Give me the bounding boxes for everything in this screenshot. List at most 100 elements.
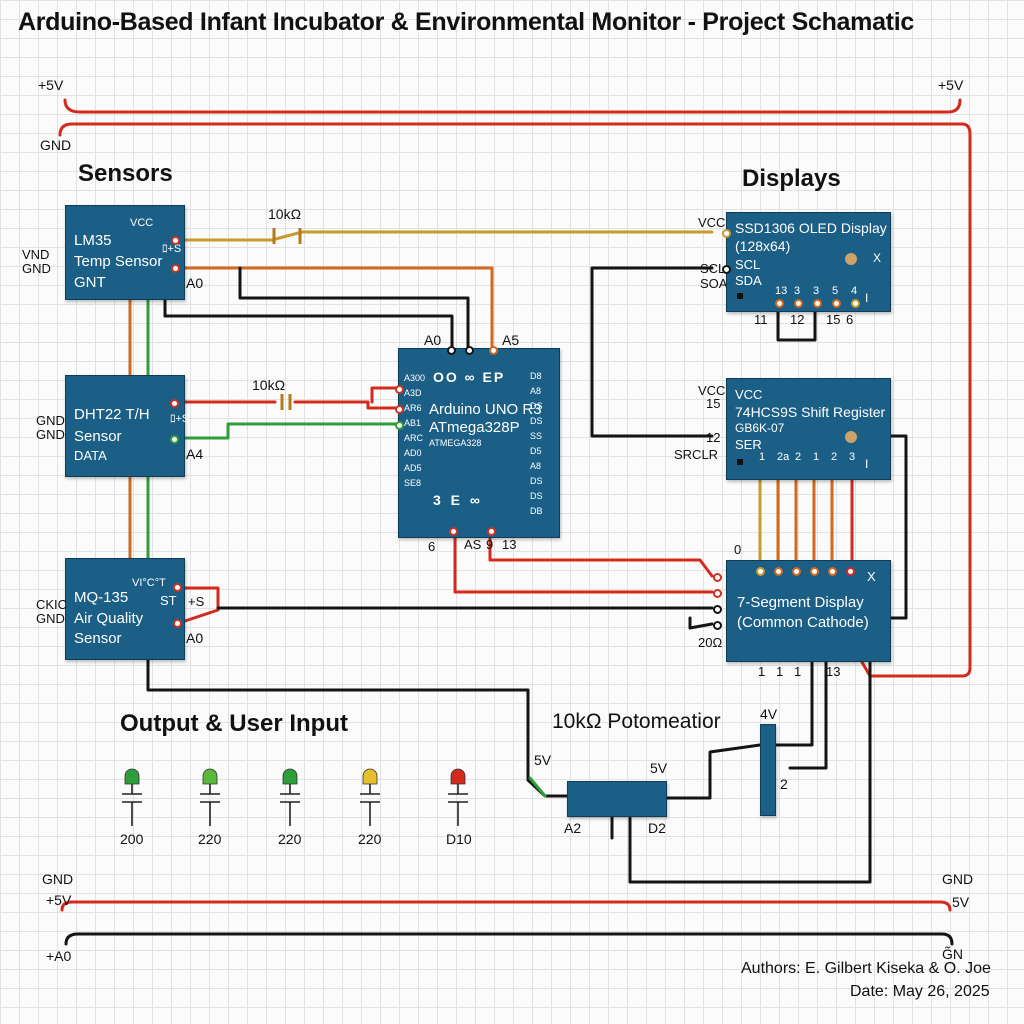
- arduino-left-pin-label: AR6: [404, 403, 422, 413]
- arduino-top-a0: A0: [424, 332, 442, 348]
- arduino-right-pin-label: DS: [530, 476, 543, 486]
- pot-knob-module[interactable]: [760, 724, 776, 816]
- sr-name: 74HCS9S Shift Register: [735, 404, 886, 420]
- oled-i-mark: I: [865, 291, 869, 305]
- seg-20-ohm-label: 20Ω: [698, 635, 723, 650]
- arduino-right-pin-label: DS: [530, 416, 543, 426]
- page-title: Arduino-Based Infant Incubator & Environ…: [18, 8, 914, 36]
- seg-top-pin: [774, 567, 783, 576]
- arduino-logo-bottom: 3 E ∞: [433, 492, 483, 508]
- potentiometer-body[interactable]: [567, 781, 667, 817]
- led-label: 220: [278, 831, 302, 847]
- arduino-bottom-as: AS: [464, 537, 482, 552]
- oled-below-pin-label: 6: [846, 312, 854, 327]
- oled-pin-square: [737, 293, 743, 299]
- seven-segment-module: 7-Segment Display (Common Cathode) X: [713, 560, 891, 662]
- arduino-top-pin-2: [465, 346, 474, 355]
- sr-bottom-pin-label: 2: [795, 451, 802, 463]
- ard-seg-black: [688, 616, 714, 630]
- led-label: 220: [198, 831, 222, 847]
- oled-resolution: (128x64): [735, 238, 791, 254]
- led-2: [200, 768, 220, 826]
- pot-a2-label: A2: [564, 820, 582, 836]
- pot-5v-right: 5V: [650, 760, 668, 776]
- seg-name: 7-Segment Display: [737, 594, 864, 611]
- oled-scl-wire: [590, 266, 714, 438]
- resistor-1-label: 10kΩ: [268, 206, 302, 222]
- oled-scl-pin-dot: [722, 265, 731, 274]
- dht22-a4-label: A4: [186, 446, 204, 462]
- sr-vcc-text: VCC: [735, 387, 763, 402]
- lm35-name: LM35: [74, 232, 112, 249]
- led-3: [280, 768, 300, 826]
- sr-15-label: 15: [706, 396, 721, 411]
- sr-mount-hole: [845, 431, 857, 443]
- footer-date: Date: May 26, 2025: [850, 983, 990, 1000]
- dht22-module: DHT22 T/H Sensor DATA ﾛ+S: [65, 375, 189, 477]
- mq-gnd-wire: [146, 648, 572, 798]
- pot-title: 10kΩ Potomeatior: [552, 710, 721, 733]
- sr-bottom-pin-label: 2: [831, 451, 838, 463]
- arduino-left-pin-3: [395, 421, 404, 430]
- ard-seg-red2: [488, 526, 714, 578]
- sr-i-mark: I: [865, 457, 869, 471]
- oled-vcc-label: VCC: [698, 215, 726, 230]
- arduino-uno-board: OO ∞ EP Arduino UNO R3 ATmega328P ATMEGA…: [395, 346, 560, 538]
- oled-bottom-pin: [851, 299, 860, 308]
- lm35-vcc-pin: VCC: [130, 217, 154, 229]
- seg-pot-wire2: [663, 658, 814, 800]
- dht22-pin-dot: [170, 399, 179, 408]
- ard-seg-red1: [453, 526, 714, 594]
- lm35-desc: Temp Sensor: [74, 253, 163, 270]
- mq135-a0-label: A0: [186, 630, 204, 646]
- oled-vcc-pin-dot: [722, 229, 731, 238]
- oled-bottom-pin-label: 3: [813, 285, 820, 297]
- bottom-a0-label-left: +A0: [46, 948, 72, 964]
- oled-bottom-pin: [813, 299, 822, 308]
- arduino-left-pin-label: A300: [404, 373, 426, 383]
- oled-scl-pin: SCL: [735, 257, 761, 272]
- oled-name: SSD1306 OLED Display: [735, 220, 887, 236]
- arduino-right-pin-label: DB: [530, 506, 543, 516]
- sr-12-label: 12: [706, 430, 721, 445]
- mq135-left-label-2: GND: [36, 611, 65, 626]
- arduino-top-a5: A5: [502, 332, 520, 348]
- arduino-chip: ATmega328P: [429, 419, 520, 436]
- arduino-right-pin-label: DS: [530, 491, 543, 501]
- seg-top-pin: [828, 567, 837, 576]
- dht-red-wire: [180, 386, 410, 410]
- arduino-left-pin-2: [395, 405, 404, 414]
- seg-type: (Common Cathode): [737, 614, 869, 631]
- led-4: [360, 768, 380, 826]
- mq135-pin-dot: [173, 583, 182, 592]
- arduino-bottom-13: 13: [502, 537, 517, 552]
- displays-heading: Displays: [742, 165, 841, 192]
- footer-authors: Authors: E. Gilbert Kiseka & O. Joe: [741, 960, 991, 977]
- led-label: 200: [120, 831, 144, 847]
- mq135-desc-2: Sensor: [74, 630, 122, 647]
- led-1: [122, 768, 142, 826]
- mq135-top-pin: VI°C°T: [132, 577, 166, 589]
- oled-x-mark: X: [873, 251, 882, 265]
- oled-soa-label: SOA: [700, 276, 728, 291]
- shift-register-module: VCC 74HCS9S Shift Register GB6K-07 SER I…: [726, 378, 891, 480]
- top-5v-label-left: +5V: [38, 77, 64, 93]
- mq135-module: MQ-135 Air Quality Sensor VI°C°T ST: [65, 558, 185, 660]
- mq-green-tail: [528, 776, 547, 798]
- seg-x-mark: X: [867, 569, 876, 584]
- top-5v-label-right: +5V: [938, 77, 964, 93]
- resistor-2: [280, 394, 292, 410]
- dht22-left-label-1: GND: [36, 413, 65, 428]
- seg-left-pin-1: [713, 573, 722, 582]
- bottom-gnd-rail: [64, 932, 954, 946]
- bottom-5v-label-right: 5V: [952, 894, 970, 910]
- pot-2-label: 2: [780, 776, 788, 792]
- mq135-name: MQ-135: [74, 589, 129, 606]
- lm35-left-label-2: GND: [22, 261, 51, 276]
- seg-top-0: 0: [734, 542, 742, 557]
- mq135-pin-dot-2: [173, 619, 182, 628]
- oled-bottom-pin-label: 5: [832, 285, 839, 297]
- seg-top-pin: [810, 567, 819, 576]
- arduino-left-pin-1: [395, 385, 404, 394]
